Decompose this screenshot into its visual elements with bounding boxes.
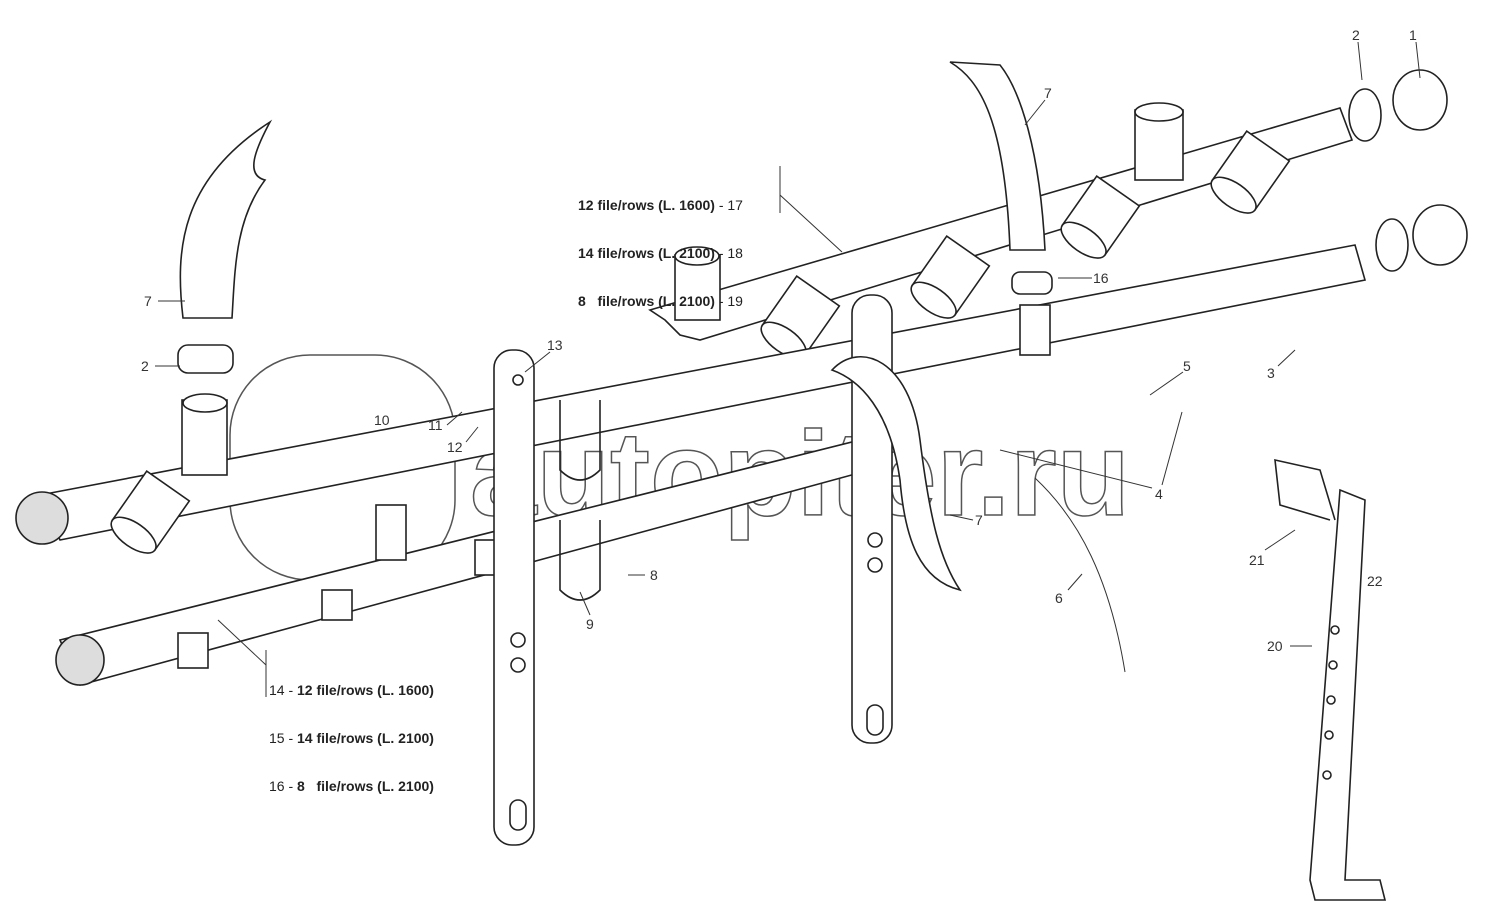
bracket-13 bbox=[493, 349, 535, 846]
callout-7: 7 bbox=[144, 293, 152, 309]
legend-row: 16 - 8 file/rows (L. 2100) bbox=[269, 778, 434, 794]
legend-num: 15 - bbox=[269, 730, 294, 746]
callout-12: 12 bbox=[447, 439, 463, 455]
legend-num: 16 - bbox=[269, 778, 294, 794]
callout-21: 21 bbox=[1249, 552, 1265, 568]
legend-desc: 12 file/rows (L. 1600) bbox=[578, 197, 715, 213]
callout-2: 2 bbox=[141, 358, 149, 374]
legend-num: - 18 bbox=[718, 245, 743, 261]
callout-16: 16 bbox=[1093, 270, 1109, 286]
legend-row: 12 file/rows (L. 1600) - 17 bbox=[578, 197, 743, 213]
legend-desc: 14 file/rows (L. 2100) bbox=[578, 245, 715, 261]
legend-num: 14 - bbox=[269, 682, 294, 698]
bracket-20 bbox=[1309, 488, 1387, 901]
callout-8: 8 bbox=[650, 567, 658, 583]
callout-13: 13 bbox=[547, 337, 563, 353]
callout-2: 2 bbox=[1352, 27, 1360, 43]
callouts: 1 2 7 16 7 2 13 5 3 10 11 12 4 7 21 22 8… bbox=[141, 27, 1417, 654]
leader-lines bbox=[155, 41, 1421, 697]
callout-11: 11 bbox=[428, 417, 443, 433]
hose-7-center bbox=[830, 355, 962, 592]
callout-9: 9 bbox=[586, 616, 594, 632]
callout-1: 1 bbox=[1409, 27, 1417, 43]
callout-6: 6 bbox=[1055, 590, 1063, 606]
legend-row: 8 file/rows (L. 2100) - 19 bbox=[578, 293, 743, 309]
legend-row: 14 - 12 file/rows (L. 1600) bbox=[269, 682, 434, 698]
legend-desc: 8 file/rows (L. 2100) bbox=[578, 293, 715, 309]
legend-row: 15 - 14 file/rows (L. 2100) bbox=[269, 730, 434, 746]
callout-22: 22 bbox=[1367, 573, 1383, 589]
callout-7: 7 bbox=[1044, 85, 1052, 101]
legend-desc: 14 file/rows (L. 2100) bbox=[297, 730, 434, 746]
manifold-pipe-rear bbox=[648, 102, 1354, 359]
callout-5: 5 bbox=[1183, 358, 1191, 374]
callout-10: 10 bbox=[374, 412, 390, 428]
legend-desc: 8 file/rows (L. 2100) bbox=[297, 778, 434, 794]
callout-7: 7 bbox=[975, 512, 983, 528]
hose-7-top bbox=[949, 61, 1046, 251]
variant-legend-front: 14 - 12 file/rows (L. 1600) 15 - 14 file… bbox=[269, 650, 434, 810]
tube-6 bbox=[1034, 477, 1126, 673]
legend-num: - 17 bbox=[718, 197, 743, 213]
callout-20: 20 bbox=[1267, 638, 1283, 654]
hose-7-left bbox=[179, 119, 273, 319]
legend-row: 14 file/rows (L. 2100) - 18 bbox=[578, 245, 743, 261]
u-bolt-21 bbox=[1274, 458, 1336, 521]
clamps bbox=[177, 69, 1468, 601]
callout-3: 3 bbox=[1267, 365, 1275, 381]
variant-legend-rear: 12 file/rows (L. 1600) - 17 14 file/rows… bbox=[578, 165, 743, 325]
legend-desc: 12 file/rows (L. 1600) bbox=[297, 682, 434, 698]
callout-4: 4 bbox=[1155, 486, 1163, 502]
legend-num: - 19 bbox=[718, 293, 743, 309]
